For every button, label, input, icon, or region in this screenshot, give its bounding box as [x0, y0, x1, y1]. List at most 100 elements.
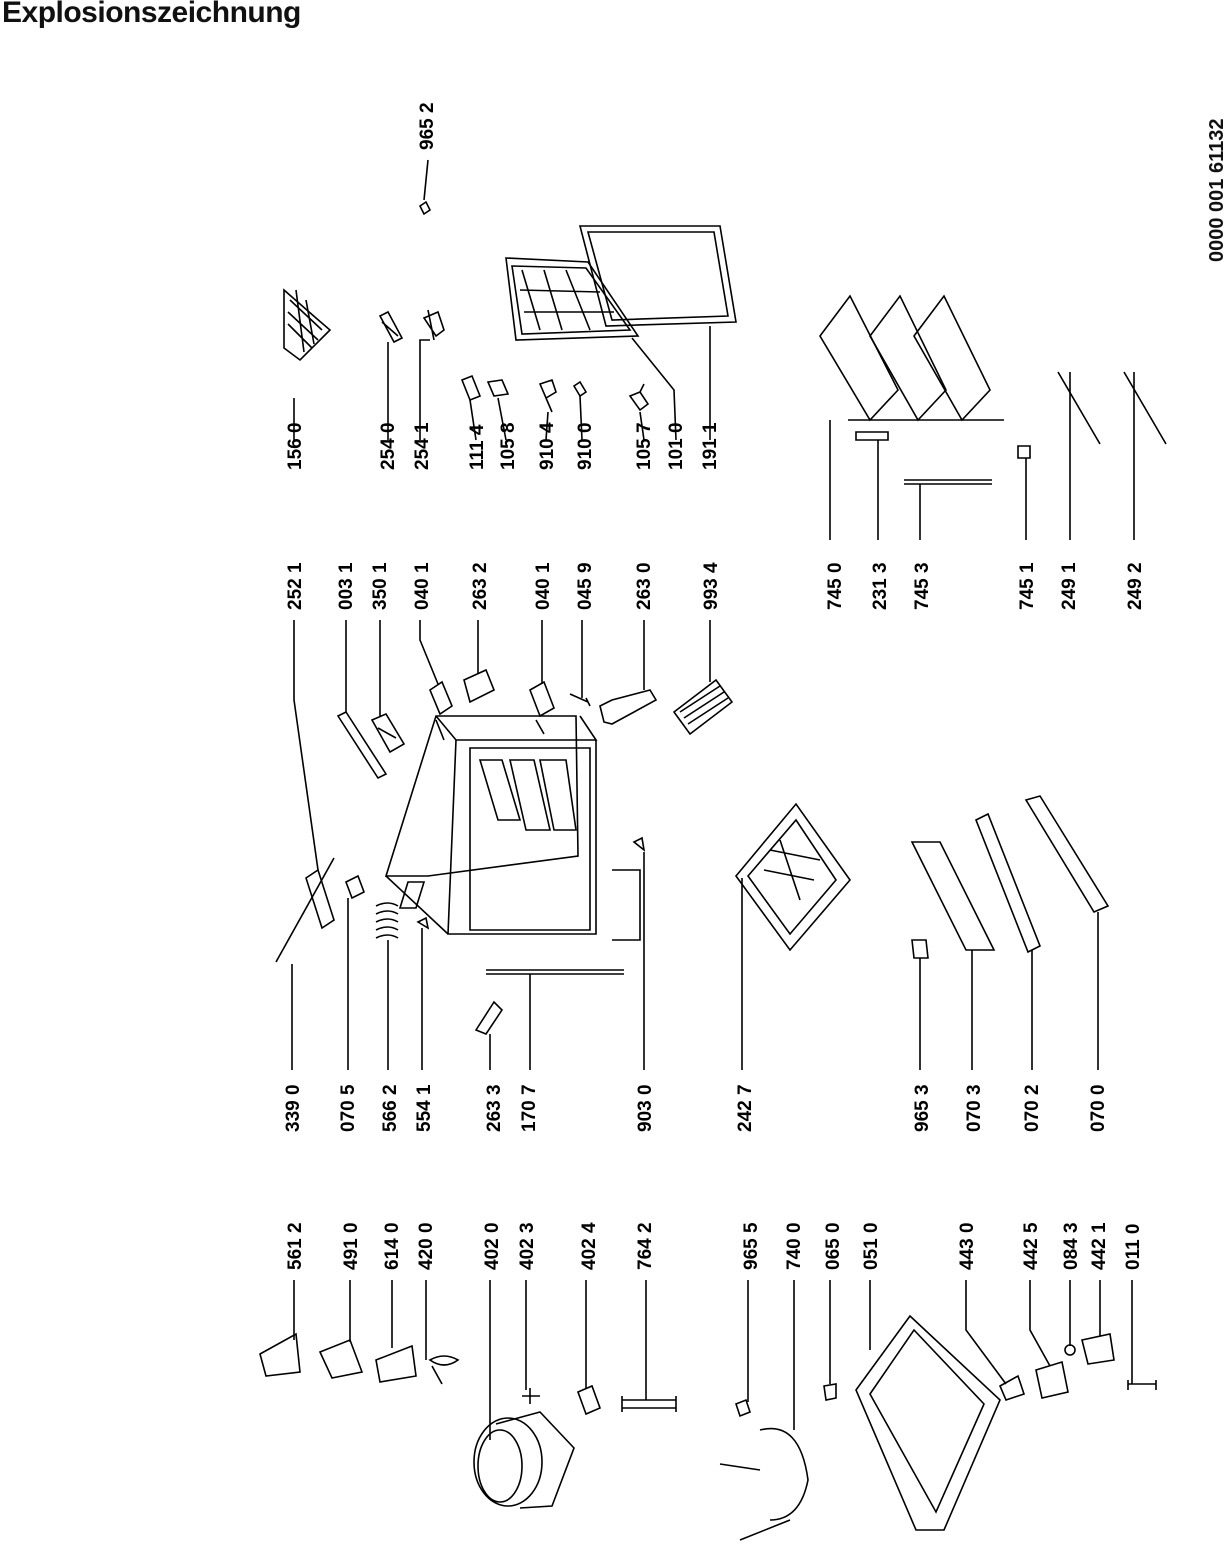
- part-740-0: [719, 1427, 809, 1541]
- part-number-label: 070 5: [338, 1084, 359, 1132]
- part-491-0: [318, 1338, 364, 1379]
- leader-line: [419, 620, 439, 685]
- part-040-1-a: [429, 680, 453, 741]
- part-number-label: 242 7: [735, 1084, 756, 1132]
- part-105-7: [628, 383, 650, 412]
- part-443-0: [998, 1374, 1026, 1401]
- page-title: Explosionszeichnung: [2, 0, 301, 29]
- part-764-2: [621, 1396, 677, 1412]
- part-263-2: [463, 668, 496, 704]
- part-number-label: 339 0: [283, 1084, 304, 1132]
- door-gasket-drawing: [578, 225, 737, 327]
- door-frame-drawing: [505, 257, 640, 341]
- part-number-label: 070 3: [964, 1084, 985, 1132]
- part-number-label: 254 1: [412, 422, 433, 470]
- part-249-2: [1123, 371, 1167, 445]
- part-965-5: [735, 1398, 751, 1418]
- part-drawings: [259, 200, 1167, 1541]
- part-number-label: 910 0: [575, 422, 596, 470]
- part-070-5: [344, 874, 366, 900]
- part-number-label: 084 3: [1061, 1222, 1082, 1270]
- part-070-3: [910, 841, 996, 951]
- part-965-3: [911, 939, 929, 959]
- part-number-label: 040 1: [412, 562, 433, 610]
- part-number-label: 614 0: [382, 1222, 403, 1270]
- part-263-3: [474, 1000, 504, 1035]
- part-252-1: [305, 868, 335, 930]
- part-number-label: 249 1: [1059, 562, 1080, 610]
- part-402-0-compressor: [473, 1411, 575, 1509]
- part-561-2: [259, 1332, 301, 1377]
- part-number-label: 442 5: [1021, 1222, 1042, 1270]
- part-number-label: 910 4: [537, 422, 558, 470]
- part-number-label: 040 1: [533, 562, 554, 610]
- part-number-label: 263 2: [470, 562, 491, 610]
- part-003-1: [336, 710, 388, 780]
- part-number-label: 105 8: [498, 422, 519, 470]
- part-number-label: 011 0: [1123, 1224, 1144, 1271]
- part-number-label: 420 0: [416, 1222, 437, 1270]
- part-number-label: 443 0: [957, 1222, 978, 1270]
- leader-line: [965, 1280, 1007, 1385]
- leader-line: [1029, 1280, 1051, 1367]
- part-number-label: 252 1: [285, 562, 306, 610]
- part-number-label: 993 4: [701, 562, 722, 610]
- part-number-label: 740 0: [784, 1222, 805, 1270]
- part-number-label: 263 0: [634, 562, 655, 610]
- leader-lines: [291, 159, 1135, 1440]
- part-number-label: 402 3: [517, 1222, 538, 1270]
- part-339-0: [275, 857, 335, 963]
- leader-line: [545, 411, 549, 441]
- leader-line: [423, 159, 429, 201]
- part-263-0: [599, 689, 658, 725]
- part-number-label: 442 1: [1089, 1222, 1110, 1270]
- part-111-4: [460, 374, 482, 402]
- leader-line: [631, 337, 677, 441]
- part-554-1: [416, 916, 430, 930]
- part-614-0: [375, 1344, 417, 1383]
- part-number-label: 263 3: [484, 1084, 505, 1132]
- part-number-label: 045 9: [575, 562, 596, 610]
- part-number-label: 156 0: [285, 422, 306, 470]
- part-402-3: [522, 1388, 540, 1404]
- leader-line: [419, 339, 430, 440]
- shelf-assembly-drawing: [819, 294, 1004, 422]
- part-051-0-base: [855, 1314, 1001, 1531]
- part-number-label: 745 1: [1017, 562, 1038, 610]
- part-number-label: 402 4: [579, 1222, 600, 1270]
- part-745-1: [1017, 445, 1031, 459]
- part-965-2: [418, 200, 432, 216]
- part-070-0: [1024, 795, 1110, 914]
- part-number-label: 965 5: [741, 1222, 762, 1270]
- part-number-label: 101 0: [666, 422, 687, 470]
- part-420-0: [428, 1355, 460, 1385]
- part-910-4: [538, 378, 557, 413]
- part-254-1: [422, 309, 445, 341]
- ice-tray-drawing: [283, 288, 332, 362]
- part-084-3: [1064, 1344, 1076, 1356]
- part-number-label: 903 0: [635, 1084, 656, 1132]
- part-number-label: 566 2: [380, 1084, 401, 1132]
- part-number-label: 745 3: [912, 562, 933, 610]
- part-910-0: [572, 380, 588, 398]
- part-number-label: 231 3: [870, 562, 891, 610]
- part-442-5: [1035, 1360, 1069, 1399]
- part-number-label: 105 7: [634, 422, 655, 470]
- part-number-label: 965 3: [912, 1084, 933, 1132]
- part-number-label: 965 2: [417, 102, 438, 150]
- part-045-9: [569, 693, 591, 707]
- part-number-label: 254 0: [378, 422, 399, 470]
- leader-line: [579, 395, 583, 441]
- part-402-4: [576, 1384, 602, 1416]
- part-249-1: [1057, 371, 1101, 445]
- part-number-label: 745 0: [825, 562, 846, 610]
- part-number-label: 561 2: [285, 1222, 306, 1270]
- part-number-label: 554 1: [414, 1084, 435, 1132]
- part-number-label: 402 0: [482, 1222, 503, 1270]
- part-number-label: 065 0: [823, 1222, 844, 1270]
- part-105-8: [486, 379, 510, 397]
- part-number-label: 191 1: [700, 422, 721, 470]
- part-231-3: [855, 431, 889, 441]
